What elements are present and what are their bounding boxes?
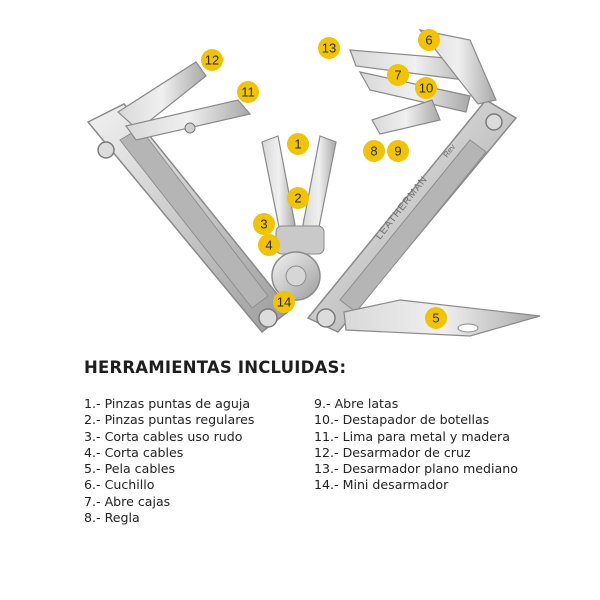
marker-13: 13 — [318, 37, 340, 59]
marker-6: 6 — [418, 29, 440, 51]
left-handle-rivet — [97, 141, 115, 159]
marker-3: 3 — [253, 213, 275, 235]
marker-10: 10 — [415, 77, 437, 99]
svg-text:8: 8 — [370, 144, 377, 159]
right-handle: LEATHERMAN Rev — [306, 99, 518, 333]
right-tools — [343, 29, 541, 337]
left-tools — [117, 61, 252, 141]
legend-item: 6.- Cuchillo — [84, 477, 155, 493]
legend-item: 10.- Destapador de botellas — [314, 412, 490, 428]
svg-text:14: 14 — [277, 295, 291, 310]
multitool-illustration: LEATHERMAN Rev 1 2 3 4 5 6 7 8 9 10 11 1… — [86, 29, 541, 337]
legend-item: 12.- Desarmador de cruz — [314, 444, 471, 460]
marker-4: 4 — [258, 234, 280, 256]
svg-text:10: 10 — [419, 81, 433, 96]
legend-item: 14.- Mini desarmador — [314, 477, 449, 493]
svg-text:7: 7 — [394, 68, 401, 83]
marker-2: 2 — [287, 187, 309, 209]
left-handle — [86, 103, 292, 334]
svg-text:12: 12 — [205, 53, 219, 68]
legend-item: 13.- Desarmador plano mediano — [314, 461, 518, 477]
svg-text:9: 9 — [394, 144, 401, 159]
legend-item: 11.- Lima para metal y madera — [314, 428, 510, 444]
legend-item: 5.- Pela cables — [84, 461, 176, 477]
legend-item: 2.- Pinzas puntas regulares — [84, 412, 255, 428]
svg-text:13: 13 — [322, 41, 336, 56]
svg-text:11: 11 — [241, 85, 255, 100]
legend-item: 9.- Abre latas — [314, 396, 399, 411]
legend-list-right: 9.- Abre latas 10.- Destapador de botell… — [314, 396, 518, 494]
left-handle-bottom-rivet — [258, 308, 278, 328]
svg-text:2: 2 — [294, 191, 301, 206]
legend-title: HERRAMIENTAS INCLUIDAS: — [84, 358, 347, 377]
marker-7: 7 — [387, 64, 409, 86]
legend-item: 3.- Corta cables uso rudo — [84, 428, 243, 444]
svg-text:6: 6 — [425, 33, 432, 48]
legend-item: 8.- Regla — [84, 510, 140, 526]
legend-item: 7.- Abre cajas — [84, 493, 171, 509]
svg-text:5: 5 — [432, 311, 439, 326]
marker-11: 11 — [237, 81, 259, 103]
marker-14: 14 — [273, 291, 295, 313]
legend-item: 1.- Pinzas puntas de aguja — [84, 396, 251, 411]
svg-text:1: 1 — [294, 137, 301, 152]
legend-item: 4.- Corta cables — [84, 444, 184, 460]
marker-5: 5 — [425, 307, 447, 329]
legend-list-left: 1.- Pinzas puntas de aguja 2.- Pinzas pu… — [84, 396, 254, 526]
tool-markers: 1 2 3 4 5 6 7 8 9 10 11 12 13 14 — [201, 29, 447, 329]
marker-9: 9 — [387, 140, 409, 162]
right-handle-bottom-rivet — [316, 308, 336, 328]
marker-8: 8 — [363, 140, 385, 162]
svg-text:4: 4 — [265, 238, 272, 253]
marker-1: 1 — [287, 133, 309, 155]
marker-12: 12 — [201, 49, 223, 71]
right-handle-rivet — [485, 113, 503, 131]
svg-text:3: 3 — [260, 217, 267, 232]
